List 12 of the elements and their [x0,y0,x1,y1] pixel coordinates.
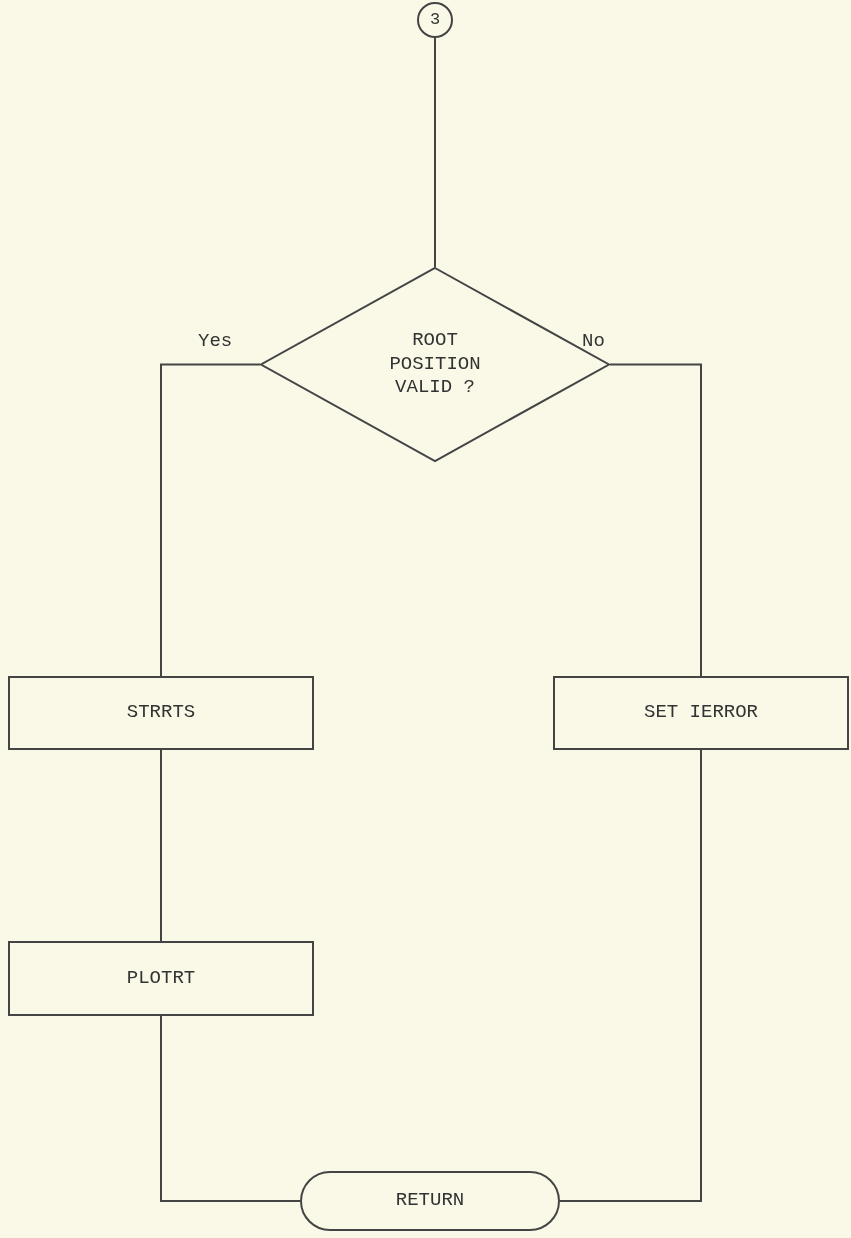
connector-line [160,749,162,942]
connector-line [160,1015,301,1202]
connector-line [559,749,702,1202]
connector-circle: 3 [417,2,453,38]
decision-text: ROOT POSITION VALID ? [388,328,482,401]
process-box: SET IERROR [553,676,849,750]
connector-line [609,363,702,677]
terminator: RETURN [300,1171,560,1231]
connector-line [434,37,436,268]
process-box: PLOTRT [8,941,314,1016]
connector-line [160,363,261,677]
process-box: STRRTS [8,676,314,750]
